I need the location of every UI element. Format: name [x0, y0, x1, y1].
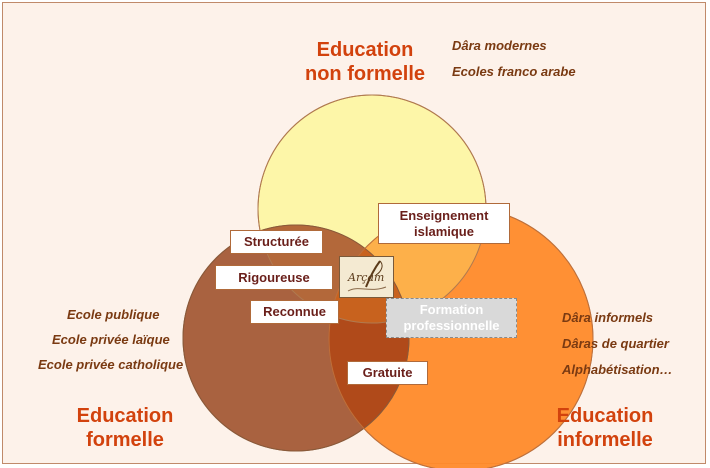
- label-formation-professionnelle: Formation professionnelle: [386, 298, 517, 338]
- list-item: Ecole privée catholique: [38, 357, 184, 372]
- list-item: Dâras de quartier: [562, 336, 669, 351]
- quill-logo-icon: Arçam: [339, 256, 394, 298]
- label-enseignement-islamique: Enseignement islamique: [378, 203, 510, 244]
- label-formation-line1: Formation: [419, 302, 484, 317]
- list-item: Alphabétisation…: [562, 362, 673, 377]
- logo-text: Arçam: [348, 271, 385, 284]
- title-formelle-line2: formelle: [86, 429, 164, 451]
- quill-icon: [347, 260, 387, 292]
- label-enseignement-line2: islamique: [414, 223, 474, 239]
- list-item: Dâra modernes: [452, 38, 547, 53]
- title-informelle: Education informelle: [540, 404, 670, 452]
- title-formelle-line1: Education: [76, 405, 174, 427]
- label-reconnue: Reconnue: [250, 300, 339, 324]
- label-gratuite: Gratuite: [347, 361, 428, 385]
- title-informelle-line1: Education: [556, 405, 654, 427]
- title-informelle-line2: informelle: [557, 429, 653, 451]
- title-formelle: Education formelle: [60, 404, 190, 452]
- label-formation-line2: professionnelle: [403, 318, 500, 333]
- label-rigoureuse: Rigoureuse: [215, 265, 333, 290]
- list-item: Ecole publique: [67, 307, 160, 322]
- title-non-formelle-line2: non formelle: [304, 63, 425, 85]
- label-enseignement-line1: Enseignement: [399, 207, 489, 223]
- list-item: Ecole privée laïque: [52, 332, 170, 347]
- overlap-yellow-orange: [329, 207, 486, 323]
- list-item: Dâra informels: [562, 310, 654, 325]
- list-item: Ecoles franco arabe: [452, 64, 576, 79]
- title-non-formelle-line1: Education: [316, 39, 414, 61]
- label-structuree: Structurée: [230, 230, 323, 254]
- title-non-formelle: Education non formelle: [300, 38, 430, 86]
